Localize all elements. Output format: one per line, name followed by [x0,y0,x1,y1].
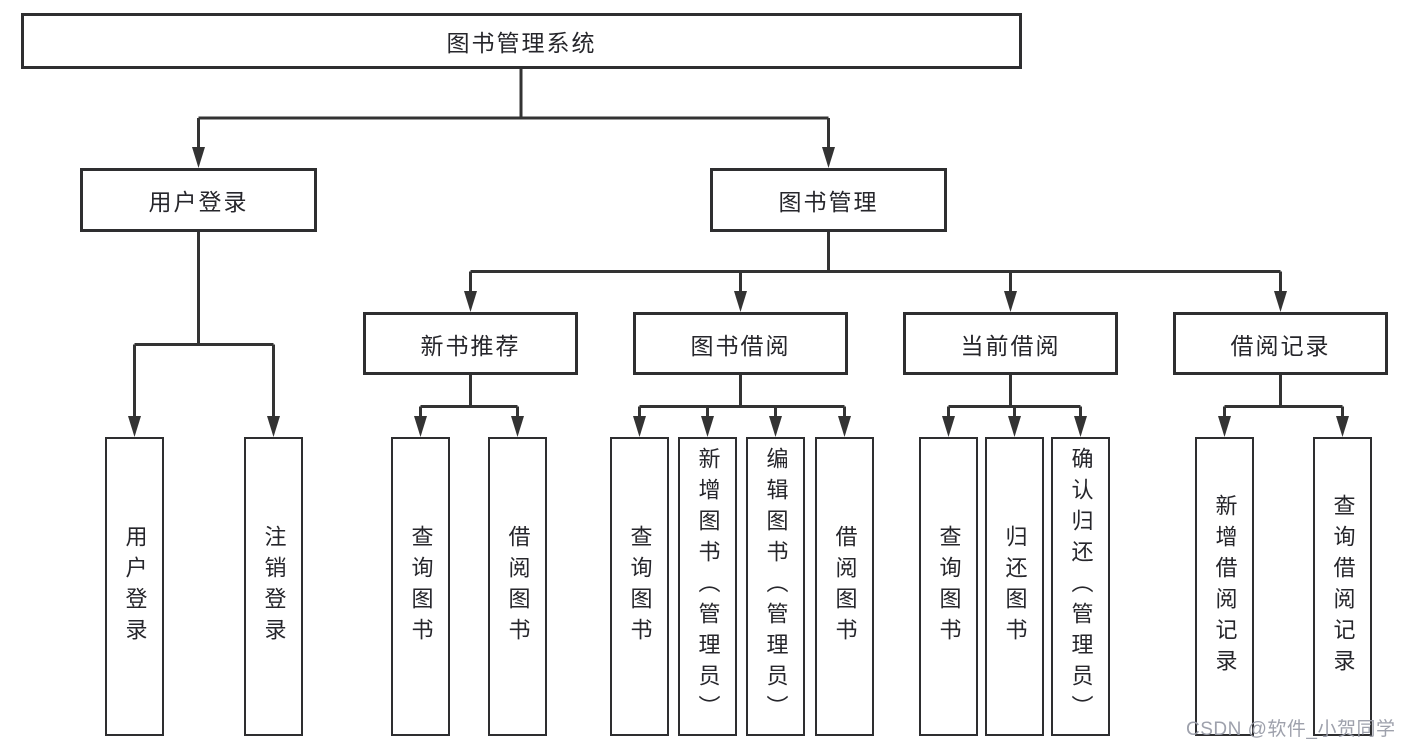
leaf-recommend-query-books: 查询图书 [391,437,450,736]
leaf-current-return-books: 归还图书 [985,437,1044,736]
arrow-icon [511,416,524,437]
leaf-label: 新增图书（管理员） [695,447,721,726]
edge-root-stem [197,69,830,148]
leaf-label: 新增借阅记录 [1212,493,1238,680]
arrow-icon [1074,416,1087,437]
arrow-icon [838,416,851,437]
leaf-label: 注销登录 [261,524,287,649]
edge-mgmt-branch [469,232,1282,293]
arrow-icon [1004,291,1017,312]
arrow-icon [822,147,835,168]
leaf-label: 查询图书 [627,524,653,649]
edge-records-branch [1223,375,1344,419]
leaf-records-query-record: 查询借阅记录 [1313,437,1372,736]
leaf-borrow-add-books-admin: 新增图书（管理员） [678,437,737,736]
arrow-icon [734,291,747,312]
arrowheads [128,147,1349,437]
node-root-label: 图书管理系统 [446,30,597,56]
arrow-icon [1274,291,1287,312]
arrow-icon [633,416,646,437]
arrow-icon [464,291,477,312]
arrow-icon [769,416,782,437]
leaf-label: 用户登录 [122,524,148,649]
arrow-icon [942,416,955,437]
edge-current-branch [947,375,1082,419]
csdn-watermark: CSDN @软件_小贺同学 [1186,719,1396,740]
leaf-label: 借阅图书 [505,524,531,649]
arrow-icon [701,416,714,437]
arrow-icon [192,147,205,168]
leaf-records-add-record: 新增借阅记录 [1195,437,1254,736]
node-label: 当前借阅 [960,332,1061,359]
leaf-logout: 注销登录 [244,437,303,736]
node-current-borrow: 当前借阅 [903,312,1118,375]
node-new-book-recommend: 新书推荐 [363,312,578,375]
leaf-label: 查询图书 [408,524,434,649]
arrow-icon [267,416,280,437]
node-label: 图书借阅 [690,332,791,359]
arrow-icon [1218,416,1231,437]
node-label: 新书推荐 [420,332,521,359]
leaf-borrow-borrow-books: 借阅图书 [815,437,874,736]
leaf-label: 查询借阅记录 [1330,493,1356,680]
node-label: 用户登录 [148,189,249,215]
node-label: 图书管理 [778,189,879,215]
node-root: 图书管理系统 [21,13,1022,69]
edge-recommend-branch [419,375,519,419]
leaf-user-login: 用户登录 [105,437,164,736]
leaf-borrow-query-books: 查询图书 [610,437,669,736]
node-book-management: 图书管理 [710,168,947,232]
leaf-recommend-borrow-books: 借阅图书 [488,437,547,736]
node-book-borrow: 图书借阅 [633,312,848,375]
arrow-icon [1008,416,1021,437]
node-label: 借阅记录 [1230,332,1331,359]
leaf-label: 确认归还（管理员） [1068,447,1094,726]
node-user-login-group: 用户登录 [80,168,317,232]
leaf-label: 归还图书 [1002,524,1028,649]
arrow-icon [414,416,427,437]
leaf-label: 借阅图书 [832,524,858,649]
leaf-current-query-books: 查询图书 [919,437,978,736]
edge-borrow-branch [638,375,846,419]
arrow-icon [1336,416,1349,437]
arrow-icon [128,416,141,437]
node-borrow-records: 借阅记录 [1173,312,1388,375]
leaf-label: 查询图书 [936,524,962,649]
leaf-label: 编辑图书（管理员） [763,447,789,726]
leaf-current-confirm-return-admin: 确认归还（管理员） [1051,437,1110,736]
edge-login-branch [133,232,275,419]
leaf-borrow-edit-books-admin: 编辑图书（管理员） [746,437,805,736]
